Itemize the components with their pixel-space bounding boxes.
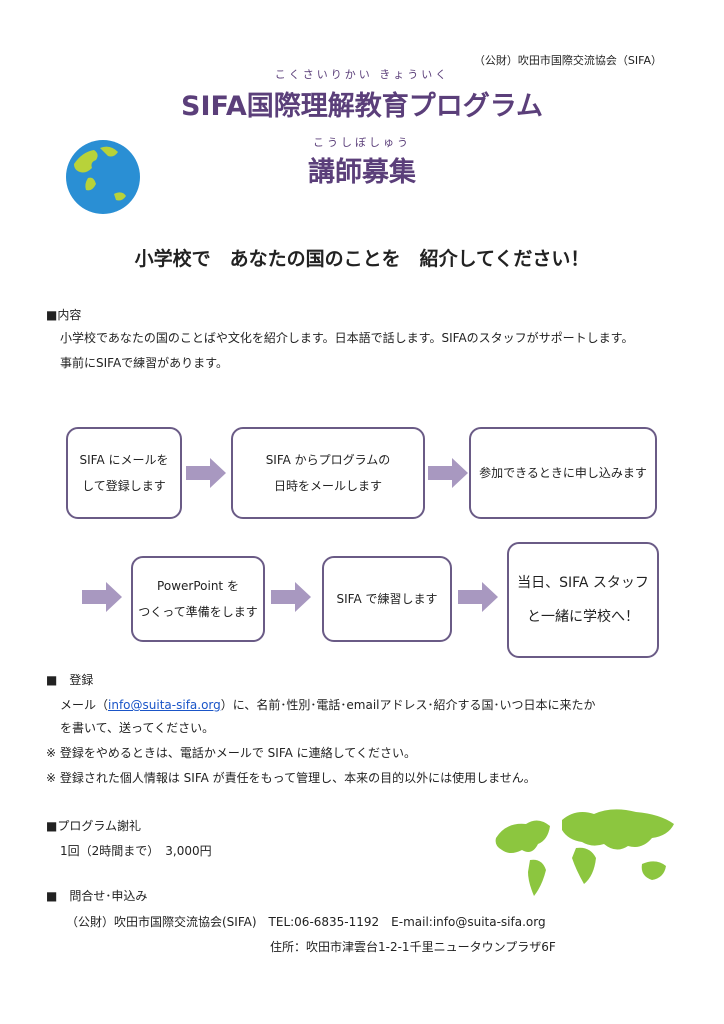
flow-step-6-line-1: 当日、SIFA スタッフ [517, 575, 649, 591]
flow-step-6: 当日、SIFA スタッフ と一緒に学校へ！ [507, 542, 659, 658]
world-map-icon [495, 809, 674, 896]
arrow-right-icon [82, 582, 122, 612]
flow-step-1-line-2: して登録します [82, 479, 166, 493]
content-line-1: 小学校であなたの国のことばや文化を紹介します。日本語で話します。SIFAのスタッ… [60, 331, 634, 345]
registration-line-2: を書いて、送ってください。 [60, 721, 215, 735]
flow-step-3: 参加できるときに申し込みます [469, 427, 657, 519]
arrow-right-icon [458, 582, 498, 612]
flow-step-2: SIFA からプログラムの 日時をメールします [231, 427, 425, 519]
registration-heading: ■ 登録 [46, 673, 94, 687]
headline: 小学校で あなたの国のことを 紹介してください！ [134, 248, 590, 270]
globe-icon [66, 140, 140, 214]
flow-step-4-line-1: PowerPoint を [157, 579, 239, 593]
flow-step-2-line-2: 日時をメールします [273, 479, 382, 493]
flow-step-1-line-1: SIFA にメールを [79, 453, 169, 467]
flow-step-5-line-1: SIFA で練習します [336, 592, 438, 606]
contact-heading: ■ 問合せ･申込み [46, 889, 148, 903]
flow-step-1: SIFA にメールを して登録します [66, 427, 182, 519]
subtitle-ruby: こうしぼしゅう [313, 136, 411, 149]
flow-step-2-line-1: SIFA からプログラムの [265, 453, 391, 467]
arrow-right-icon [186, 458, 226, 488]
flow-step-4: PowerPoint を つくって準備をします [131, 556, 265, 642]
flow-step-5: SIFA で練習します [322, 556, 452, 642]
arrow-right-icon [428, 458, 468, 488]
fee-heading: ■プログラム謝礼 [46, 819, 141, 833]
contact-address: 住所：吹田市津雲台1-2-1千里ニュータウンプラザ6F [270, 940, 556, 954]
page-title: SIFA国際理解教育プログラム [181, 91, 543, 122]
flow-step-6-line-2: と一緒に学校へ！ [527, 609, 639, 625]
flow-step-3-line-1: 参加できるときに申し込みます [479, 466, 647, 480]
fee-line: 1回（2時間まで） 3,000円 [60, 844, 212, 858]
content-heading: ■内容 [46, 308, 82, 322]
content-line-2: 事前にSIFAで練習があります。 [60, 356, 228, 370]
registration-line-1: メール（info@suita-sifa.org）に、名前･性別･電話･email… [60, 695, 596, 715]
email-link[interactable]: info@suita-sifa.org [108, 698, 221, 712]
title-ruby: こくさいりかい きょういく [274, 68, 450, 81]
registration-note-1: ※ 登録をやめるときは、電話かメールで SIFA に連絡してください。 [46, 746, 416, 760]
page-subtitle: 講師募集 [308, 157, 416, 188]
arrow-right-icon [271, 582, 311, 612]
flow-step-4-line-2: つくって準備をします [138, 605, 258, 619]
registration-text-post: ）に、名前･性別･電話･emailアドレス･紹介する国･いつ日本に来たか [220, 698, 596, 712]
registration-text-pre: メール（ [60, 698, 109, 712]
registration-note-2: ※ 登録された個人情報は SIFA が責任をもって管理し、本来の目的以外には使用… [46, 771, 536, 785]
organization-name: （公財）吹田市国際交流協会（SIFA） [473, 54, 662, 67]
contact-line-1: （公財）吹田市国際交流協会(SIFA) TEL:06-6835-1192 E-m… [66, 915, 546, 929]
